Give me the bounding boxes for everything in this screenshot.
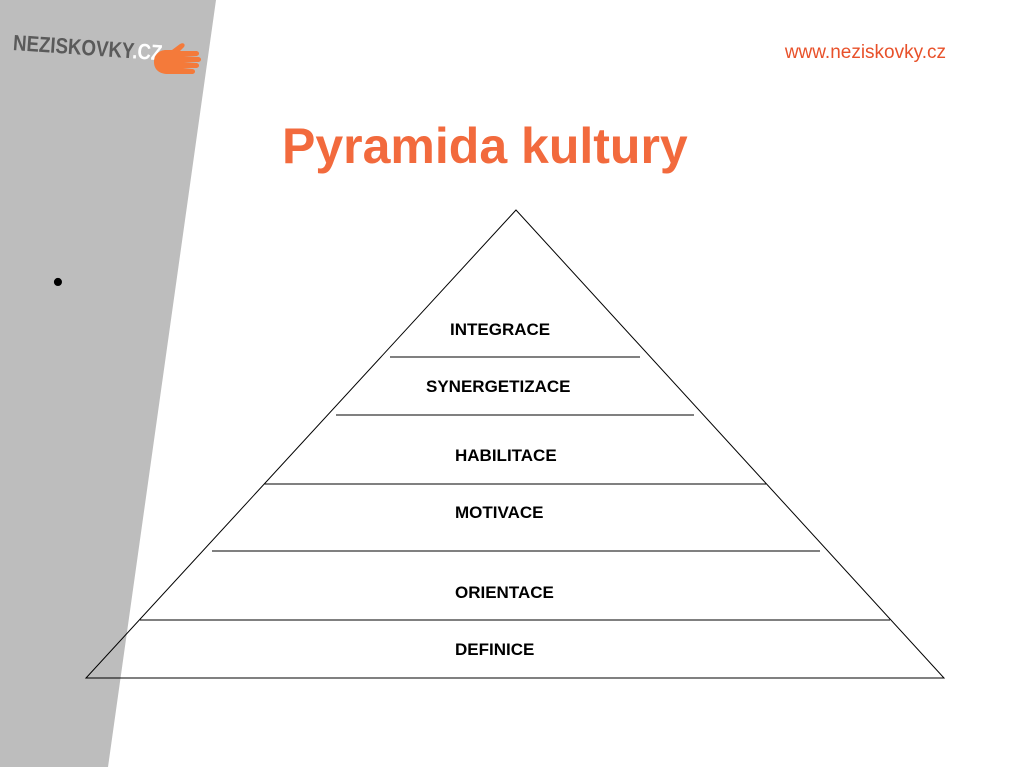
pyramid-level-integrace: INTEGRACE <box>450 320 551 339</box>
sidebar-band <box>0 0 216 767</box>
site-url-link[interactable]: www.neziskovky.cz <box>784 42 946 63</box>
pyramid-level-motivace: MOTIVACE <box>455 503 544 522</box>
pyramid-outline <box>84 209 946 679</box>
page-title: Pyramida kultury <box>282 118 688 174</box>
pyramid-level-habilitace: HABILITACE <box>455 446 557 465</box>
pyramid-level-synergetizace: SYNERGETIZACE <box>426 377 571 396</box>
hand-icon <box>154 43 201 74</box>
pyramid-level-orientace: ORIENTACE <box>455 583 554 602</box>
bullet-point: • <box>52 264 64 301</box>
pyramid-level-definice: DEFINICE <box>455 640 535 659</box>
